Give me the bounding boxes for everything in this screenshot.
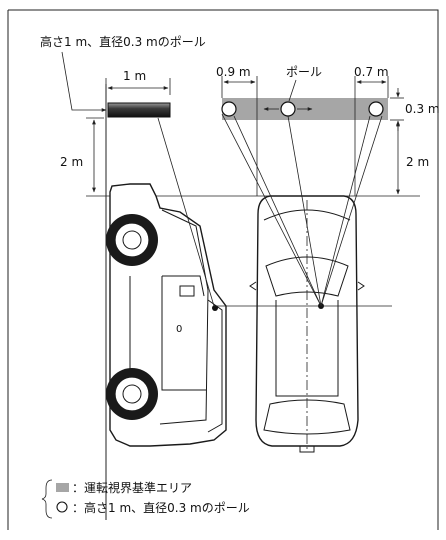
- pole-circle-middle: [280, 101, 296, 117]
- dim-2m-right-label: 2 m: [406, 155, 429, 169]
- pole-circle-left: [221, 101, 237, 117]
- sightline-right: [320, 115, 371, 307]
- car-door-mark: 0: [176, 324, 182, 335]
- legend-pole-text: ：高さ1 m、直径0.3 mのポール: [72, 500, 250, 515]
- legend-area-swatch: [56, 483, 69, 492]
- pole-label: ポール: [286, 65, 322, 79]
- sightline-left: [221, 113, 322, 307]
- legend-pole-icon: [56, 501, 68, 513]
- diagram-frame: [7, 9, 439, 530]
- sightline-wall-pole: [157, 117, 215, 307]
- dim-1m-label: 1 m: [123, 69, 146, 83]
- header-label: 高さ1 m、直径0.3 mのポール: [40, 34, 206, 49]
- horizontal-pole: [107, 102, 171, 118]
- car-top-view: [249, 195, 365, 453]
- pole-circle-right: [368, 101, 384, 117]
- dim-07m-label: 0.7 m: [354, 65, 389, 79]
- car-side-view: 0: [106, 183, 227, 447]
- pole-label-leader: [288, 79, 297, 102]
- side-mirror-point: [212, 305, 218, 311]
- legend-area-text: ：運転視界基準エリア: [72, 480, 192, 495]
- dim-2m-left-label: 2 m: [60, 155, 83, 169]
- header-leader-line: [61, 51, 107, 112]
- sightline-middle: [287, 115, 322, 307]
- sightline-right-2: [320, 115, 383, 307]
- legend-brace: [41, 479, 53, 519]
- dim-09m-label: 0.9 m: [216, 65, 251, 79]
- dim-03m-label: 0.3 m: [405, 102, 440, 116]
- sightline-left-2: [233, 115, 322, 307]
